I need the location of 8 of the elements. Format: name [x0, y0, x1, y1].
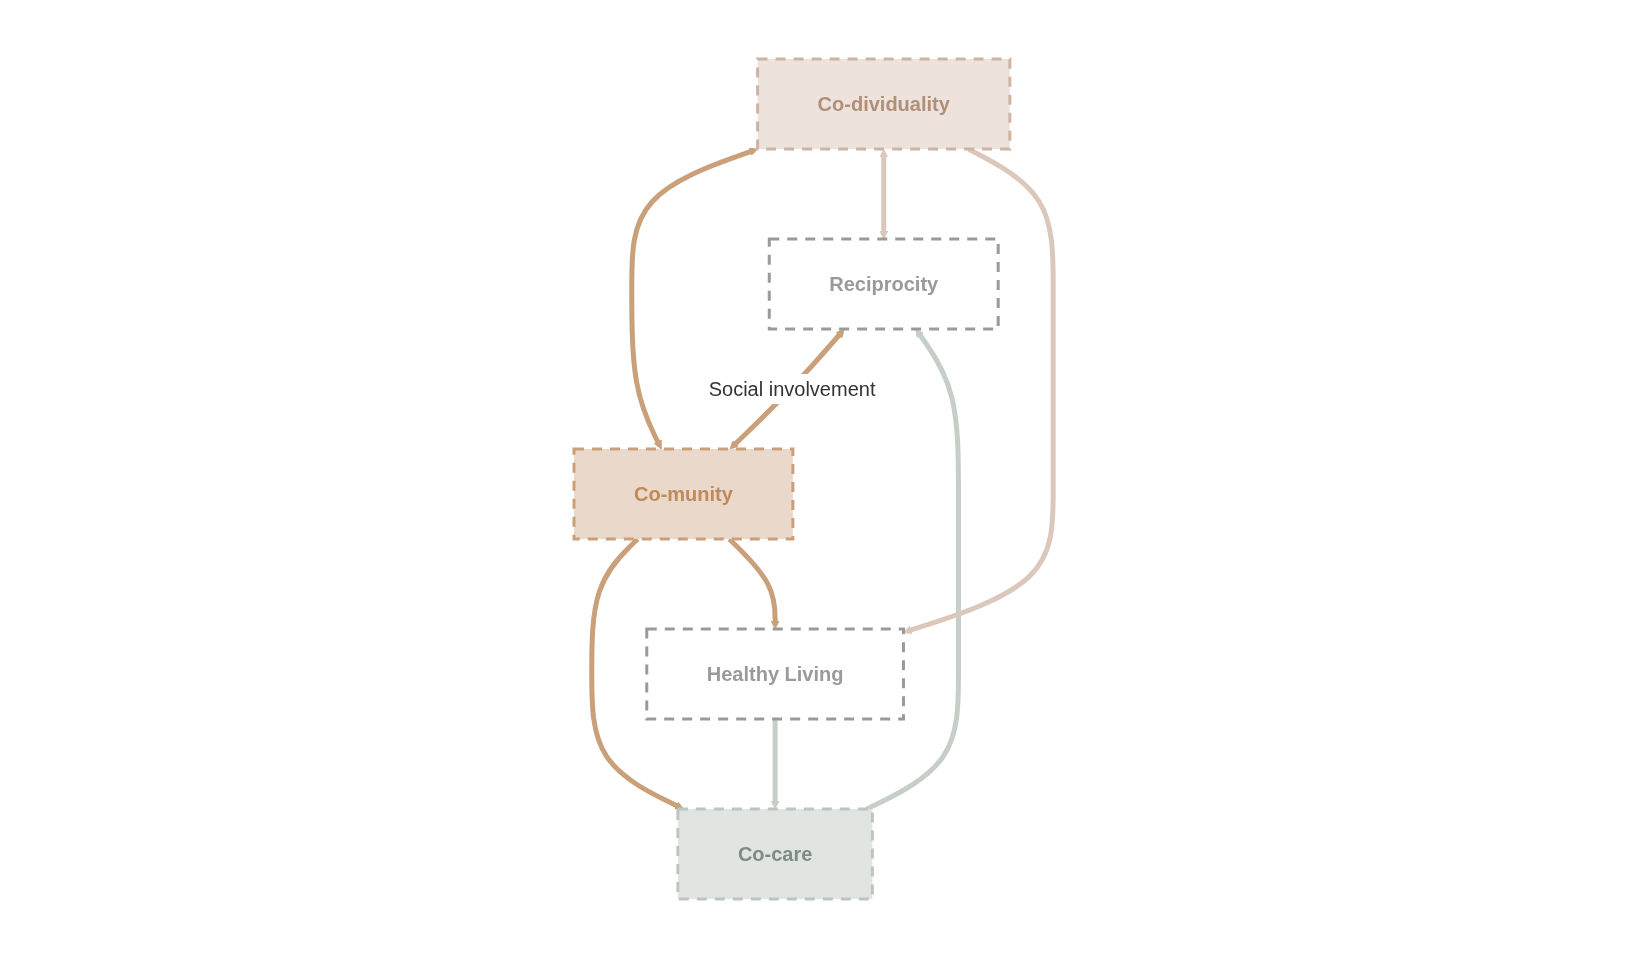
edge-label: Social involvement	[708, 377, 876, 400]
node-box: Co-dividuality	[756, 57, 1012, 151]
arrow	[865, 328, 961, 812]
node-box: Reciprocity	[767, 237, 1000, 331]
node-box: Co-munity	[572, 447, 795, 541]
arrow	[879, 149, 889, 240]
node-box: Healthy Living	[645, 627, 905, 721]
node-box: Co-care	[676, 807, 874, 901]
